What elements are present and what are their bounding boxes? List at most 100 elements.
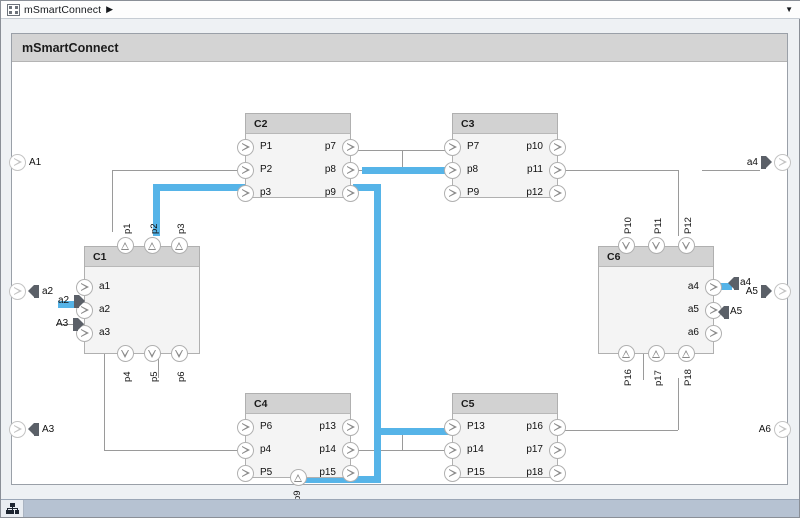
- wire-c5p16-h: [558, 430, 678, 431]
- port-c2-P1-icon[interactable]: [237, 139, 254, 156]
- port-c6-P11-icon[interactable]: [648, 237, 665, 254]
- status-bar: [1, 499, 799, 517]
- block-c6[interactable]: C6 a4 a5 a6: [598, 246, 722, 354]
- external-plug-a4[interactable]: [761, 156, 772, 169]
- port-c1-p4-label: p4: [122, 371, 133, 382]
- port-c5-P15-icon[interactable]: [444, 465, 461, 482]
- port-c5-p16-icon[interactable]: [549, 419, 566, 436]
- port-c2-p7-icon[interactable]: [342, 139, 359, 156]
- port-c2-p7-label: p7: [324, 141, 336, 152]
- port-c6-P18-label: P18: [683, 369, 694, 386]
- port-c2-P2-icon[interactable]: [237, 162, 254, 179]
- block-c1-name: C1: [93, 250, 107, 263]
- external-port-A6-icon[interactable]: [774, 421, 791, 438]
- port-c5-p14-icon[interactable]: [444, 442, 461, 459]
- port-c5-P13-icon[interactable]: [444, 419, 461, 436]
- connector-plug-a4[interactable]: [728, 277, 739, 290]
- external-plug-A3[interactable]: [28, 423, 39, 436]
- port-c2-p9-icon[interactable]: [342, 185, 359, 202]
- port-c1-p6-icon[interactable]: [171, 345, 188, 362]
- block-c5[interactable]: C5 P13 p14 P15 p16 p17 p18: [444, 393, 566, 482]
- external-port-a2-icon[interactable]: [9, 283, 26, 300]
- block-c2[interactable]: C2 P1 P2 p3 p7 p8 p9: [237, 113, 359, 202]
- external-port-A1[interactable]: A1: [9, 154, 44, 171]
- port-c3-p8-icon[interactable]: [444, 162, 461, 179]
- wire-c1p4-h: [104, 450, 244, 451]
- port-c5-P13-label: P13: [467, 421, 485, 432]
- wire-c4p14-to-c5p14: [351, 450, 452, 451]
- port-c2-p8-icon[interactable]: [342, 162, 359, 179]
- breadcrumb-bar: mSmartConnect ▶ ▼: [1, 1, 800, 19]
- port-c6-p17-icon[interactable]: [648, 345, 665, 362]
- external-port-a4[interactable]: a4: [744, 154, 791, 171]
- external-port-A3-icon[interactable]: [9, 421, 26, 438]
- block-c5-header: C5: [453, 394, 557, 414]
- block-c3[interactable]: C3 P7 p8 P9 p10 p11 p12: [444, 113, 566, 202]
- port-c3-p11-icon[interactable]: [549, 162, 566, 179]
- port-c1-p2-icon[interactable]: [144, 237, 161, 254]
- port-c1-p3-icon[interactable]: [171, 237, 188, 254]
- port-c5-p18-icon[interactable]: [549, 465, 566, 482]
- port-c4-p14-icon[interactable]: [342, 442, 359, 459]
- port-c4-p4-icon[interactable]: [237, 442, 254, 459]
- block-c6-name: C6: [607, 250, 621, 263]
- port-c2-p3-icon[interactable]: [237, 185, 254, 202]
- port-c4-P5-icon[interactable]: [237, 465, 254, 482]
- external-port-A6[interactable]: A6: [756, 421, 791, 438]
- breadcrumb-label[interactable]: mSmartConnect: [24, 3, 102, 16]
- port-c1-p5-icon[interactable]: [144, 345, 161, 362]
- port-c6-P10-icon[interactable]: [618, 237, 635, 254]
- port-c1-p1-icon[interactable]: [117, 237, 134, 254]
- port-c3-P9-label: P9: [467, 187, 480, 198]
- port-c4-p13-icon[interactable]: [342, 419, 359, 436]
- breadcrumb-arrow-icon[interactable]: ▶: [106, 4, 114, 14]
- external-port-A5[interactable]: A5: [743, 283, 791, 300]
- port-c6-P16-icon[interactable]: [618, 345, 635, 362]
- port-c3-P9-icon[interactable]: [444, 185, 461, 202]
- external-port-a2[interactable]: a2: [9, 283, 56, 300]
- port-c1-a1-icon[interactable]: [76, 279, 93, 296]
- diagram-canvas[interactable]: mSmartConnect: [1, 19, 799, 501]
- block-c5-body: P13 p14 P15 p16 p17 p18: [444, 414, 566, 482]
- wire-c5p16-v: [678, 378, 679, 430]
- block-c2-name: C2: [254, 117, 268, 130]
- external-port-A3[interactable]: A3: [9, 421, 57, 438]
- inline-label-a2: a2: [58, 295, 70, 306]
- model-frame: mSmartConnect: [11, 33, 788, 501]
- port-c1-p3-label: p3: [176, 223, 187, 234]
- port-c6-a6-icon[interactable]: [705, 325, 722, 342]
- port-c6-a5-icon[interactable]: [705, 302, 722, 319]
- connector-plug-A5[interactable]: [718, 306, 729, 319]
- external-port-A1-icon[interactable]: [9, 154, 26, 171]
- chevron-down-icon[interactable]: ▼: [785, 5, 793, 14]
- block-c4[interactable]: C4 P6 p4 P5 p13 p14 p15: [237, 393, 359, 482]
- status-bar-icon-button[interactable]: [1, 500, 24, 517]
- external-plug-A5[interactable]: [761, 285, 772, 298]
- port-c3-P7-icon[interactable]: [444, 139, 461, 156]
- port-c4-p9-icon[interactable]: [290, 469, 307, 486]
- port-c3-p10-icon[interactable]: [549, 139, 566, 156]
- external-port-a4-label: a4: [746, 157, 758, 168]
- block-c1-header: C1: [85, 247, 199, 267]
- external-plug-a2[interactable]: [28, 285, 39, 298]
- port-c6-a4-icon[interactable]: [705, 279, 722, 296]
- highlight-c1p3-to-c2p3: [153, 184, 245, 191]
- highlight-to-c5p14: [374, 428, 452, 435]
- connector-plug-A3[interactable]: [73, 318, 84, 331]
- port-c4-p15-icon[interactable]: [342, 465, 359, 482]
- port-c6-P12-icon[interactable]: [678, 237, 695, 254]
- highlight-c1p3-vert: [153, 184, 160, 236]
- external-port-A5-icon[interactable]: [774, 283, 791, 300]
- port-c3-p12-icon[interactable]: [549, 185, 566, 202]
- port-c5-p17-icon[interactable]: [549, 442, 566, 459]
- port-c4-P6-icon[interactable]: [237, 419, 254, 436]
- block-c1[interactable]: C1 a1 a2 a3: [76, 246, 200, 354]
- connector-plug-a2[interactable]: [74, 295, 85, 308]
- wire-c1p6-v: [158, 354, 159, 378]
- external-port-a4-icon[interactable]: [774, 154, 791, 171]
- port-c1-p4-icon[interactable]: [117, 345, 134, 362]
- port-c2-p3-label: p3: [260, 187, 272, 198]
- port-c3-P7-label: P7: [467, 141, 480, 152]
- port-c6-P18-icon[interactable]: [678, 345, 695, 362]
- wire-c4p13-v: [402, 430, 403, 450]
